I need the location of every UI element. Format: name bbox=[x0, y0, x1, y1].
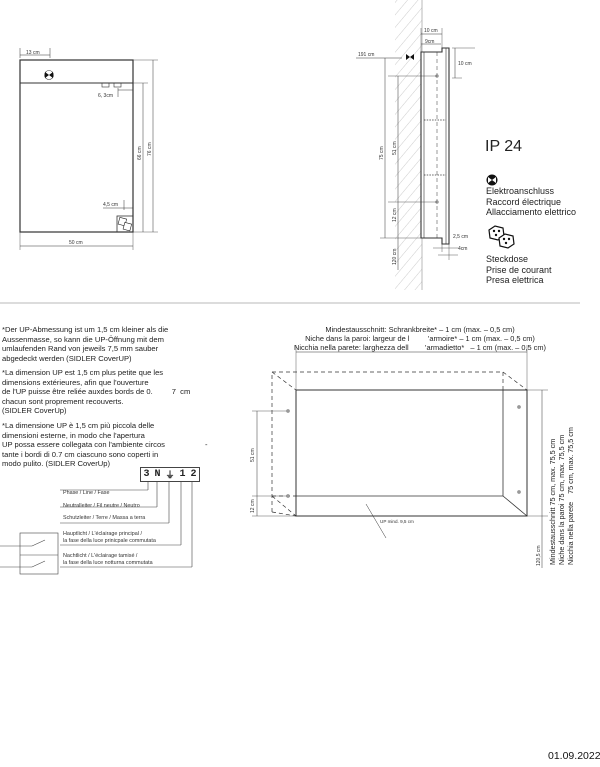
terminal-ground-icon: ⏚ bbox=[165, 471, 175, 481]
side-view-drawing bbox=[356, 0, 475, 290]
socket-legend-icon bbox=[486, 224, 518, 257]
wire-label-ground: Schutzleiter / Terre / Massa a terra bbox=[63, 515, 146, 521]
electrical-legend-it: Allacciamento elettrico bbox=[486, 207, 577, 217]
dim-10cm-right: 10 cm bbox=[458, 61, 472, 67]
electrical-legend: Elektroanschluss Raccord électrique Alla… bbox=[486, 186, 576, 218]
socket-legend-it: Presa elettrica bbox=[486, 275, 544, 285]
socket-legend: Steckdose Prise de courant Presa elettri… bbox=[486, 254, 552, 286]
niche-dim-up-depth: UP mind. 9,5 cm bbox=[380, 519, 414, 524]
dim-13cm: 13 cm bbox=[26, 50, 40, 56]
wiring-diagram bbox=[0, 478, 193, 575]
front-view-drawing bbox=[19, 48, 158, 250]
dim-4cm: 4cm bbox=[458, 246, 467, 252]
wire-label-main-light: Hauptlicht / L'éclairage principal / la … bbox=[63, 531, 156, 544]
terminal-3: 3 bbox=[143, 469, 150, 480]
niche-drawing bbox=[252, 345, 548, 568]
dim-2-5cm: 2,5 cm bbox=[453, 234, 468, 240]
niche-dim-12cm: 12 cm bbox=[250, 499, 256, 513]
note-fr: *La dimension UP est 1,5 cm plus petite … bbox=[2, 368, 191, 416]
niche-dim-51cm: 51 cm bbox=[250, 448, 256, 462]
terminal-2: 2 bbox=[190, 469, 197, 480]
dim-12cm: 12 cm bbox=[392, 208, 398, 222]
dim-4-5cm: 4,5 cm bbox=[103, 202, 118, 208]
side-electrical-icon bbox=[406, 54, 414, 60]
niche-header: Mindestausschnitt: Schrankbreite* – 1 cm… bbox=[294, 325, 546, 353]
electrical-connection-legend-icon bbox=[486, 173, 498, 191]
wire-label-phase: Phase / Line / Fase bbox=[63, 490, 110, 496]
dim-66cm: 66 cm bbox=[137, 146, 143, 160]
niche-side-text: Mindestausschnitt 75 cm, max. 75,5 cm Ni… bbox=[548, 427, 575, 565]
wire-label-night-light: Nachtlicht / L'éclairage tamisé / la fas… bbox=[63, 553, 153, 566]
niche-dim-bottom: 120,5 cm bbox=[536, 545, 542, 566]
terminal-n: N bbox=[154, 469, 161, 480]
wire-label-neutral: Neutralleiter / Fil neutre / Neutro bbox=[63, 503, 140, 509]
electrical-connection-icon bbox=[44, 70, 54, 80]
ip-rating: IP 24 bbox=[485, 138, 523, 155]
dim-6-3cm: 6, 3cm bbox=[98, 93, 113, 99]
section-divider bbox=[0, 302, 580, 304]
terminal-block: 3 N ⏚ 1 2 bbox=[140, 467, 200, 482]
socket-icon bbox=[117, 216, 133, 232]
dim-51cm: 51 cm bbox=[392, 141, 398, 155]
mounting-points bbox=[286, 405, 521, 498]
dim-50cm: 50 cm bbox=[69, 240, 83, 246]
dim-76cm: 76 cm bbox=[147, 142, 153, 156]
note-de: *Der UP-Abmessung ist um 1,5 cm kleiner … bbox=[2, 325, 169, 363]
dim-9cm: 9cm bbox=[425, 39, 434, 45]
note-it: *La dimensione UP è 1,5 cm più piccola d… bbox=[2, 421, 208, 469]
dim-75cm: 75 cm bbox=[379, 146, 385, 160]
socket-legend-de: Steckdose bbox=[486, 254, 529, 264]
electrical-legend-fr: Raccord électrique bbox=[486, 196, 562, 207]
dim-191cm: 191 cm bbox=[358, 52, 374, 58]
socket-legend-fr: Prise de courant bbox=[486, 264, 552, 275]
electrical-legend-de: Elektroanschluss bbox=[486, 186, 555, 196]
document-date: 01.09.2022 bbox=[548, 750, 600, 762]
terminal-1: 1 bbox=[179, 469, 186, 480]
dim-120cm: 120 cm bbox=[392, 249, 398, 265]
dim-10cm-top: 10 cm bbox=[424, 28, 438, 34]
